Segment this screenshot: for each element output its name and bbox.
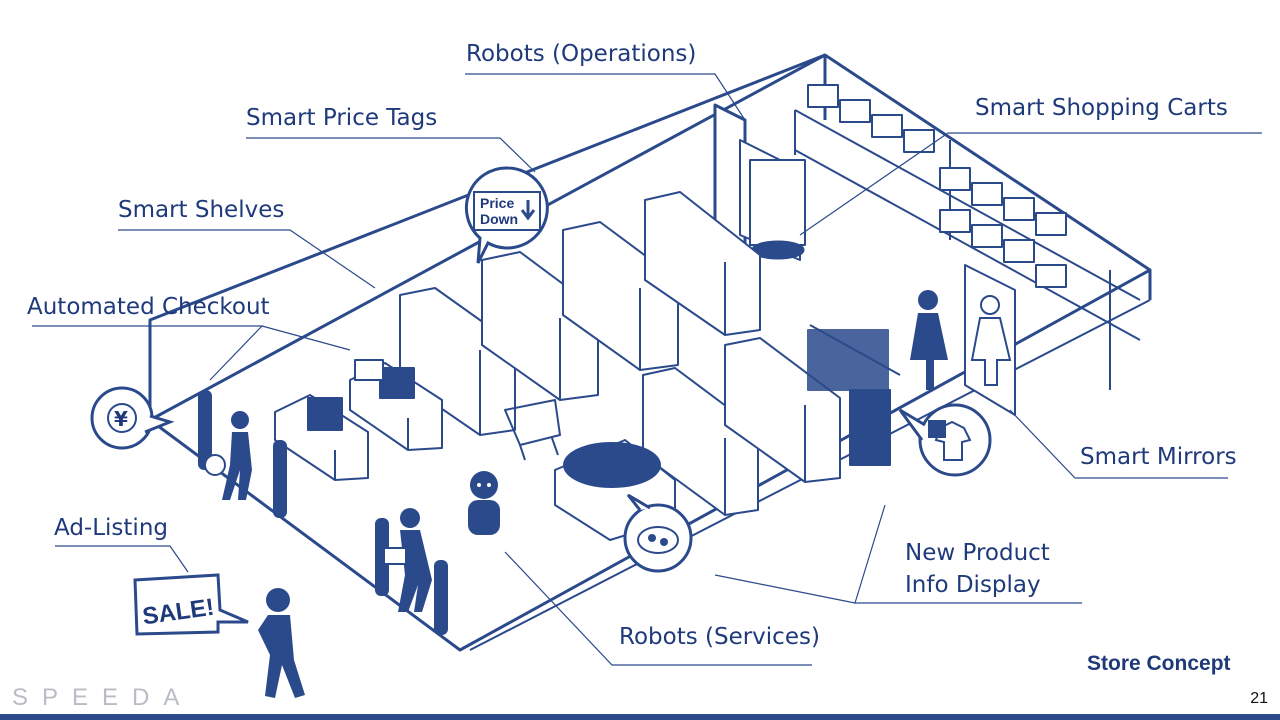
- label-ad-listing: Ad-Listing: [54, 515, 169, 541]
- smart-mirror: [964, 264, 1016, 416]
- bottom-bar: [0, 714, 1280, 720]
- service-robot-icon: [468, 471, 500, 535]
- mirror-reflection-icon: [970, 295, 1012, 386]
- label-new-product-line1: New Product: [905, 540, 1050, 566]
- shopping-cart: [504, 399, 561, 461]
- clothes-rack: [807, 324, 901, 466]
- brand-logo: SPEEDA: [12, 684, 194, 711]
- label-new-product-line2: Info Display: [905, 572, 1041, 598]
- label-smart-price-tags: Smart Price Tags: [246, 105, 438, 131]
- label-automated-checkout: Automated Checkout: [27, 294, 270, 320]
- yen-icon: ¥: [114, 407, 128, 431]
- shelf-units: [399, 191, 841, 516]
- price-tag-icon-line2: Down: [480, 211, 518, 227]
- checkout-counters: [274, 359, 443, 481]
- label-robots-operations: Robots (Operations): [466, 41, 697, 67]
- sale-sign: [133, 573, 249, 636]
- shopper-woman-icon: [910, 290, 948, 390]
- label-smart-shopping-carts: Smart Shopping Carts: [975, 95, 1228, 121]
- back-wall-shelving: [794, 84, 1141, 390]
- shopper-with-basket-icon: [383, 508, 432, 612]
- arrow-down-icon: [520, 200, 536, 221]
- label-robots-services: Robots (Services): [619, 624, 820, 650]
- leader-lines: [32, 73, 1262, 666]
- operations-robot: [749, 159, 806, 246]
- slide-title: Store Concept: [1087, 652, 1231, 675]
- store-left-wall: [148, 53, 826, 420]
- shopper-with-phone-icon: [258, 588, 305, 698]
- entry-gates: [198, 390, 448, 635]
- food-dish-icon: [637, 526, 679, 554]
- label-smart-shelves: Smart Shelves: [118, 197, 285, 223]
- price-tag-icon-line1: Price: [480, 195, 514, 211]
- shopper-exiting-icon: [204, 411, 252, 500]
- label-smart-mirrors: Smart Mirrors: [1080, 444, 1237, 470]
- page-number: 21: [1250, 690, 1268, 707]
